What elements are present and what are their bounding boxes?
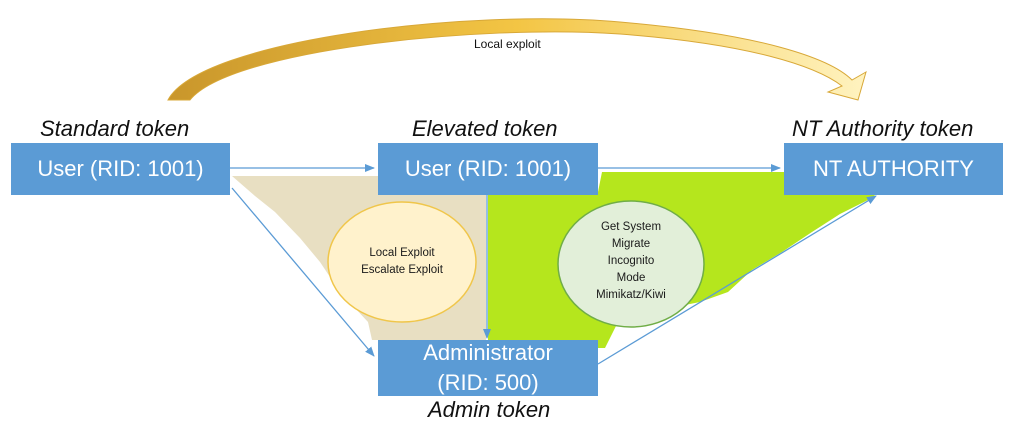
- elevated-token-label: Elevated token: [412, 116, 558, 141]
- local-exploit-arc: [167, 18, 867, 101]
- nt-authority-token-label: NT Authority token: [792, 116, 974, 141]
- elevated-user-box: User (RID: 1001): [378, 143, 598, 195]
- right-oval-text: Get System Migrate Incognito Mode Mimika…: [561, 219, 701, 304]
- arrow-admin-to-nt-authority: [597, 195, 877, 365]
- right-oval-line: Migrate: [611, 238, 651, 250]
- right-oval-line: Mimikatz/Kiwi: [596, 289, 666, 301]
- administrator-box-line2: (RID: 500): [437, 370, 539, 395]
- arrow-standard-to-admin: [231, 187, 375, 357]
- right-oval-line: Mode: [616, 272, 646, 284]
- local-exploit-label: Local exploit: [474, 37, 541, 51]
- nt-authority-box: NT AUTHORITY: [784, 143, 1003, 195]
- administrator-box: Administrator (RID: 500): [378, 340, 598, 396]
- standard-user-box: User (RID: 1001): [11, 143, 230, 195]
- left-technique-oval: [327, 201, 477, 323]
- right-oval-line: Incognito: [607, 255, 655, 267]
- left-oval-line: Local Exploit: [369, 247, 435, 259]
- right-technique-oval: [557, 200, 705, 328]
- admin-token-label: Admin token: [428, 397, 551, 422]
- right-oval-line: Get System: [600, 221, 662, 233]
- standard-token-label: Standard token: [40, 116, 190, 141]
- left-oval-line: Escalate Exploit: [361, 264, 443, 276]
- left-oval-text: Local Exploit Escalate Exploit: [332, 245, 472, 279]
- administrator-box-line1: Administrator: [423, 340, 553, 365]
